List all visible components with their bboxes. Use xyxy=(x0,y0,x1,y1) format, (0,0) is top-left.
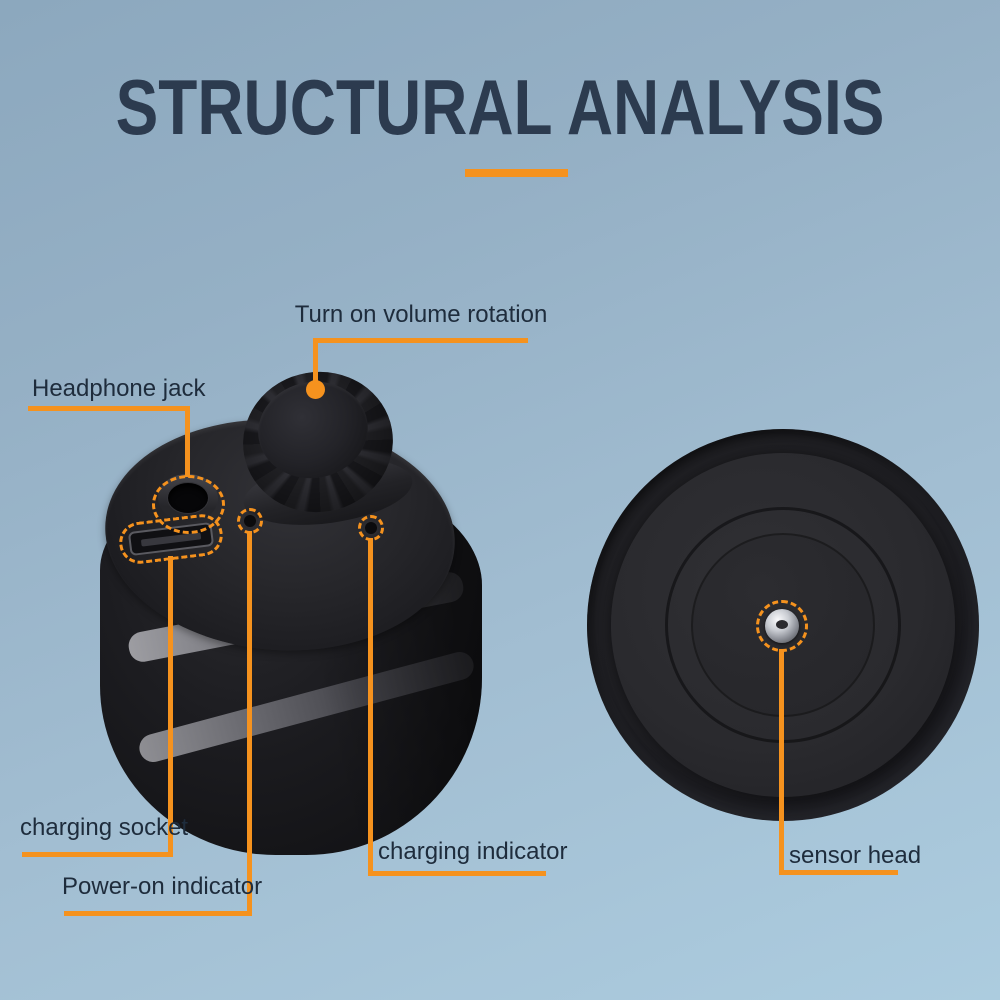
charging-socket-callout-line-h xyxy=(22,852,173,857)
sensor-head-highlight-circle xyxy=(756,600,808,652)
label-sensor-head: sensor head xyxy=(789,842,922,869)
label-charging-socket: charging socket xyxy=(20,814,189,841)
title-underline xyxy=(465,169,568,177)
headphone-callout-line-h xyxy=(28,406,190,411)
sensor-head-callout-line-h xyxy=(779,870,898,875)
charging-socket-callout-line-v xyxy=(168,556,173,855)
charging-indicator-callout-line-v xyxy=(368,538,373,874)
power-on-callout-line-v xyxy=(247,531,252,915)
charging-indicator-highlight-circle xyxy=(358,515,384,541)
power-on-callout-line-h xyxy=(64,911,252,916)
charging-indicator-callout-line-h xyxy=(368,871,546,876)
volume-callout-dot xyxy=(306,380,325,399)
headphone-callout-line-v xyxy=(185,406,190,477)
headphone-jack-highlight-circle xyxy=(152,475,225,534)
page-title: STRUCTURAL ANALYSIS xyxy=(115,63,885,151)
volume-callout-line-h xyxy=(315,338,528,343)
power-on-indicator-highlight-circle xyxy=(237,508,263,534)
label-volume-rotation: Turn on volume rotation xyxy=(294,301,548,328)
sensor-head-callout-line-v xyxy=(779,649,784,873)
volume-callout-line-v xyxy=(313,338,318,383)
label-headphone-jack: Headphone jack xyxy=(32,375,206,402)
label-power-on-indicator: Power-on indicator xyxy=(62,873,263,900)
label-charging-indicator: charging indicator xyxy=(378,838,568,865)
device-groove-ring-bottom xyxy=(136,648,477,766)
